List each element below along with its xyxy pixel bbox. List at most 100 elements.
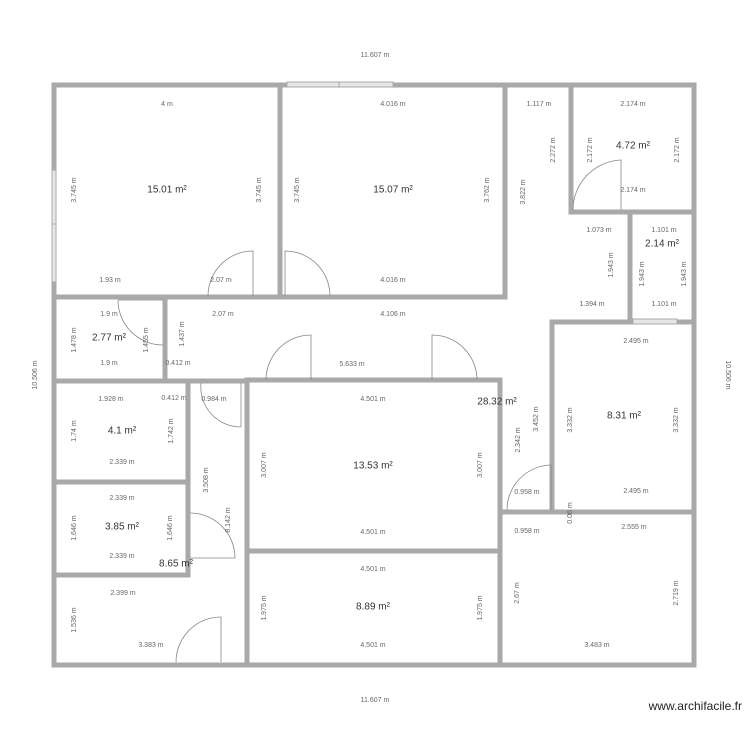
dimension-label: 0.412 m [161, 395, 186, 402]
dimension-label: 1.74 m [71, 420, 78, 442]
window [51, 169, 57, 229]
dimension-label: 1.943 m [608, 252, 615, 277]
dimension-label: 1.073 m [586, 227, 611, 234]
dimension-label: 10.506 m [32, 360, 39, 389]
window [632, 318, 678, 325]
room-area-label: 2.77 m² [92, 333, 127, 344]
dimension-label: 1.117 m [527, 101, 552, 108]
dimension-label: 1.943 m [639, 261, 646, 286]
dimension-label: 2.172 m [587, 137, 594, 162]
dimension-labels: 11.607 m 11.607 m 10.506 m 10.506 m 4 m 3.745… [32, 52, 731, 704]
watermark: www.archifacile.fr [648, 699, 742, 713]
dimension-label: 1.478 m [71, 327, 78, 352]
dimension-label: 4.106 m [380, 311, 405, 318]
room-area-label: 15.07 m² [373, 185, 413, 196]
dimension-label: 11.607 m [361, 52, 390, 59]
room-area-label: 4.72 m² [616, 141, 651, 152]
dimension-label: 4.501 m [360, 529, 385, 536]
room-area-label: 15.01 m² [147, 185, 187, 196]
dimension-label: 2.339 m [109, 459, 134, 466]
dimension-label: 0.984 m [201, 396, 226, 403]
room-area-label: 8.89 m² [356, 602, 391, 613]
dimension-label: 8.142 m [225, 507, 232, 532]
dimension-label: 3.383 m [138, 642, 163, 649]
dimension-label: 3.745 m [71, 177, 78, 202]
dimension-label: 1.101 m [651, 227, 676, 234]
dimension-label: 5.633 m [339, 361, 364, 368]
dimension-label: 1.646 m [71, 515, 78, 540]
dimension-label: 10.506 m [724, 360, 731, 389]
dimension-label: 2.339 m [109, 553, 134, 560]
dimension-label: 2.67 m [514, 582, 521, 604]
dimension-label: 1.975 m [261, 595, 268, 620]
dimension-label: 1.943 m [681, 261, 688, 286]
window [286, 81, 340, 88]
dimension-label: 0.412 m [165, 360, 190, 367]
dimension-label: 1.646 m [167, 515, 174, 540]
dimension-label: 3.508 m [203, 467, 210, 492]
door [284, 250, 331, 297]
dimension-label: 2.342 m [515, 427, 522, 452]
room-area-label: 8.65 m² [159, 559, 194, 570]
dimension-label: 3.822 m [520, 179, 527, 204]
dimension-label: 2.555 m [621, 524, 646, 531]
dimension-label: 0.958 m [514, 528, 539, 535]
walls [51, 82, 697, 668]
dimension-label: 1.928 m [98, 396, 123, 403]
dimension-label: 1.93 m [99, 277, 121, 284]
interior-walls [51, 82, 697, 668]
dimension-label: 3.332 m [673, 407, 680, 432]
dimension-label: 1.455 m [143, 327, 150, 352]
dimension-label: 3.745 m [256, 177, 263, 202]
dimension-label: 1.437 m [179, 321, 186, 346]
windows [51, 81, 678, 325]
dimension-label: 2.339 m [109, 495, 134, 502]
dimension-label: 3.332 m [567, 407, 574, 432]
dimension-label: 1.394 m [579, 301, 604, 308]
room-area-label: 4.1 m² [108, 426, 137, 437]
dimension-label: 2.719 m [673, 580, 680, 605]
dimension-label: 1.975 m [477, 595, 484, 620]
door [572, 159, 622, 211]
dimension-label: 4.501 m [360, 396, 385, 403]
dimension-label: 2.174 m [620, 187, 645, 194]
dimension-label: 1.536 m [71, 607, 78, 632]
dimension-label: 0.958 m [514, 489, 539, 496]
dimension-label: 3.452 m [533, 406, 540, 431]
dimension-label: 3.745 m [294, 177, 301, 202]
dimension-label: 2.495 m [623, 338, 648, 345]
dimension-label: 3.762 m [484, 177, 491, 202]
dimension-label: 4.501 m [360, 642, 385, 649]
room-area-label: 13.53 m² [353, 461, 393, 472]
door [117, 299, 164, 346]
room-area-label: 28.32 m² [477, 397, 517, 408]
dimension-label: 4.501 m [360, 566, 385, 573]
window [51, 223, 57, 283]
dimension-label: 11.607 m [361, 697, 390, 704]
doors [117, 159, 622, 663]
door [200, 382, 242, 428]
dimension-label: 2.07 m [210, 277, 232, 284]
door [175, 616, 222, 663]
dimension-label: 1.101 m [651, 301, 676, 308]
dimension-label: 2.272 m [550, 137, 557, 162]
dimension-label: 1.9 m [100, 311, 118, 318]
dimension-label: 2.172 m [674, 137, 681, 162]
dimension-label: 4 m [161, 101, 173, 108]
dimension-label: 4.016 m [380, 277, 405, 284]
dimension-label: 2.174 m [620, 101, 645, 108]
door [189, 512, 236, 559]
dimension-label: 3.007 m [477, 452, 484, 477]
dimension-label: 1.742 m [168, 418, 175, 443]
room-area-label: 2.14 m² [645, 239, 680, 250]
door [265, 334, 312, 381]
door [431, 334, 478, 381]
dimension-label: 3.007 m [261, 452, 268, 477]
room-area-label: 3.85 m² [105, 522, 140, 533]
dimension-label: 2.495 m [623, 488, 648, 495]
dimension-label: 3.483 m [584, 642, 609, 649]
dimension-label: 4.016 m [380, 101, 405, 108]
outer-wall [51, 82, 697, 668]
window [338, 81, 394, 88]
